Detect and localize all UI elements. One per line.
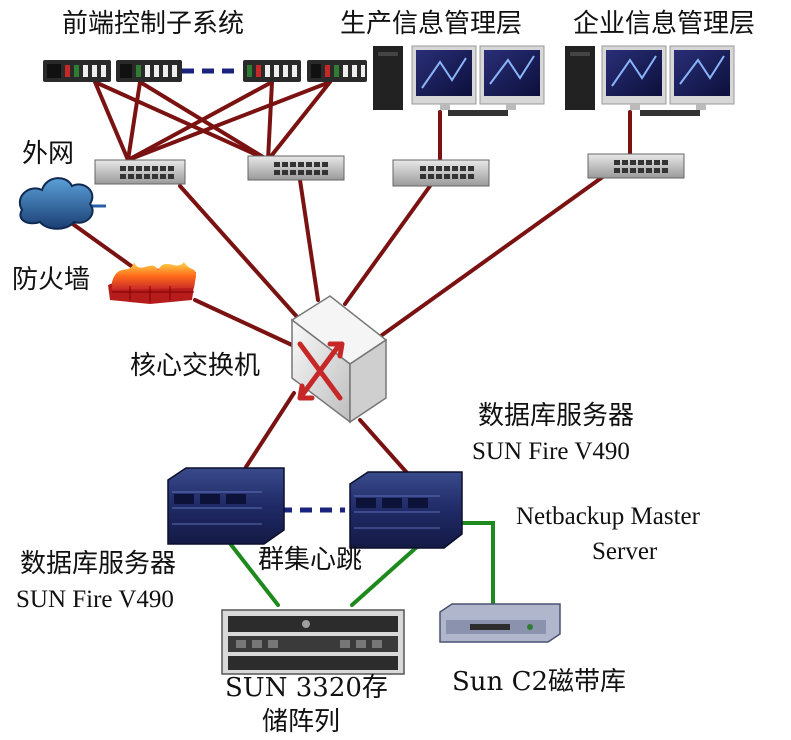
tape-library-label: Sun C2磁带库 xyxy=(452,667,627,697)
link-switch1-core xyxy=(178,184,300,320)
frontend-controllers xyxy=(43,60,367,82)
enterprise-label: 企业信息管理层 xyxy=(573,9,756,39)
production-switch xyxy=(392,159,490,187)
enterprise-switch xyxy=(587,153,685,179)
link-ctrl4-switch1 xyxy=(126,80,332,162)
link-firewall-core xyxy=(193,298,294,347)
production-workstations xyxy=(373,45,545,116)
internet-cloud-icon xyxy=(19,177,94,230)
firewall-icon xyxy=(108,262,196,304)
internet-label: 外网 xyxy=(22,139,75,169)
firewall-label: 防火墙 xyxy=(12,265,91,295)
link-ctrl4-switch2 xyxy=(266,80,332,162)
production-label: 生产信息管理层 xyxy=(340,9,523,39)
production-tower xyxy=(373,46,403,110)
enterprise-workstations xyxy=(565,45,735,116)
link-db-right-tape xyxy=(453,521,495,614)
enterprise-tower xyxy=(565,46,595,110)
netbackup-label-line2: Server xyxy=(592,538,658,565)
link-ctrl3-switch1 xyxy=(126,80,274,162)
access-switch-1 xyxy=(94,159,186,185)
link-switch2-core xyxy=(298,178,320,302)
controller-unit-2 xyxy=(116,60,182,82)
controller-unit-4 xyxy=(307,60,367,82)
link-ctrl1-switch1 xyxy=(93,80,130,162)
access-switch-2 xyxy=(247,155,345,181)
netbackup-label-line1: Netbackup Master xyxy=(516,503,700,530)
db-server-right-icon xyxy=(349,471,463,549)
db-server-left-label-model: SUN Fire V490 xyxy=(16,586,174,613)
db-server-right-label-cn: 数据库服务器 xyxy=(478,401,635,431)
network-links xyxy=(68,80,632,476)
link-entswitch-core xyxy=(376,174,606,340)
db-server-left-icon xyxy=(167,467,285,545)
link-ctrl3-switch2 xyxy=(266,80,274,162)
core-switch-label: 核心交换机 xyxy=(130,351,261,381)
link-ctrl1-switch2 xyxy=(93,80,270,162)
link-ctrl2-switch1 xyxy=(126,80,142,162)
tape-library-icon xyxy=(439,603,561,643)
enterprise-keyboard xyxy=(640,110,700,116)
link-prodswitch-core xyxy=(343,184,432,306)
controller-unit-1 xyxy=(43,60,111,82)
storage-label-line2: 储阵列 xyxy=(262,707,341,737)
link-core-db-left xyxy=(244,391,296,469)
controller-unit-3 xyxy=(243,60,301,82)
core-switch-icon xyxy=(290,295,388,424)
storage-array-icon xyxy=(221,609,405,675)
storage-label-line1: SUN 3320存 xyxy=(225,673,388,703)
heartbeat-label: 群集心跳 xyxy=(258,545,363,575)
link-db-left-storage xyxy=(223,535,280,607)
db-server-left-label-cn: 数据库服务器 xyxy=(20,549,177,579)
link-core-db-right xyxy=(358,418,410,476)
db-server-right-label-model: SUN Fire V490 xyxy=(472,438,630,465)
production-keyboard xyxy=(448,110,508,116)
frontend-label: 前端控制子系统 xyxy=(62,9,245,39)
